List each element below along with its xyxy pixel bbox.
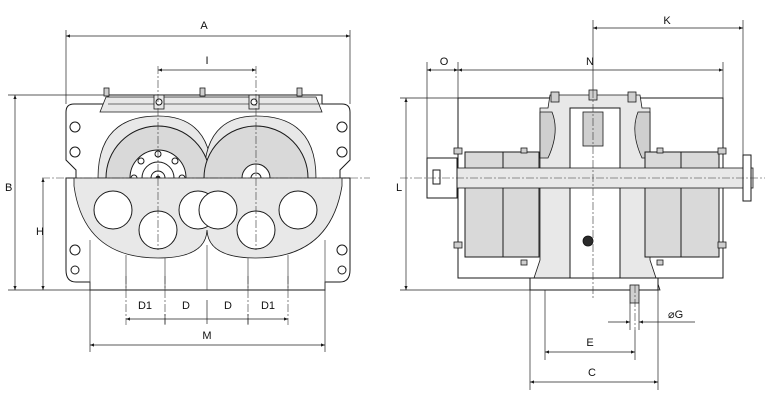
dim-O: O [440,56,449,68]
side-bolt-hole [582,235,594,247]
side-cover-bolts [453,147,727,266]
front-view [42,66,370,325]
dim-B: B [5,182,12,194]
dim-D-left: D [182,300,190,312]
dim-H: H [36,226,44,238]
front-ribs [89,240,326,290]
dim-N: N [586,56,594,68]
dim-L: L [396,182,402,194]
side-foot-base [529,277,659,291]
dim-I: I [205,55,208,67]
dim-M: M [202,330,211,342]
dim-D1-right: D1 [261,300,275,312]
dim-G: ⌀G [668,309,683,321]
side-dimensions: K N O L ⌀G E C [396,15,744,390]
dim-K: K [663,15,671,27]
side-view [400,89,765,330]
dim-C: C [588,367,596,379]
front-top-cover [99,96,323,113]
front-mounting-holes [69,121,348,275]
front-dimensions: A I B H D1 D D D1 M [5,20,351,352]
dim-E: E [586,337,593,349]
dim-D-right: D [224,300,232,312]
dim-A: A [200,20,208,32]
dim-D1-left: D1 [138,300,152,312]
front-top-bolts [103,87,303,97]
